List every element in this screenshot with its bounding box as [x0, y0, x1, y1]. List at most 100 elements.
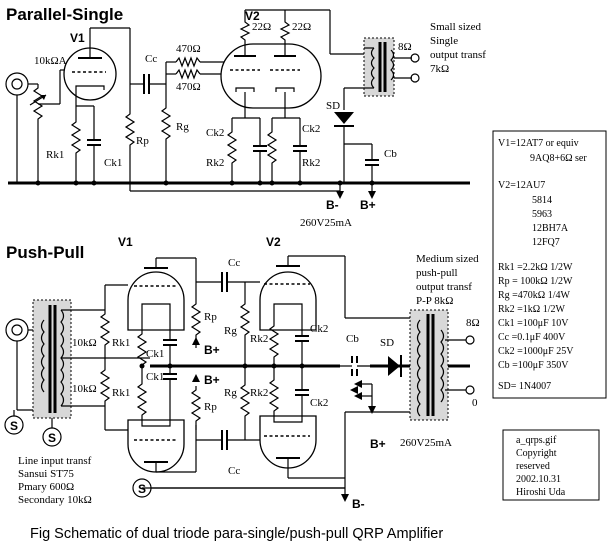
ps-bminus-label: B-	[326, 198, 339, 212]
pp-ck2-top-label: Ck2	[310, 323, 328, 335]
pp-cc-bot-label: Cc	[228, 465, 240, 477]
pp-v2-label: V2	[266, 235, 281, 249]
ps-input-pot-label: 10kΩA	[34, 55, 67, 67]
pp-xfmr-note-1: push-pull	[416, 267, 458, 279]
ps-rk1-label: Rk1	[46, 149, 64, 161]
ps-rg-label: Rg	[176, 121, 189, 133]
pp-ck1-top-label: Ck1	[146, 348, 164, 360]
pp-rg-bot-label: Rg	[224, 387, 237, 399]
parts-line-13: Ck1 =100μF 10V	[498, 318, 569, 329]
pp-cb-label: Cb	[346, 333, 359, 345]
ps-v2-label: V2	[245, 9, 260, 23]
pp-xfmr-note-3: P-P 8kΩ	[416, 295, 453, 307]
heading-parallel-single: Parallel-Single	[6, 5, 123, 24]
ps-output-transformer	[363, 37, 395, 97]
ps-volume-pot	[29, 69, 68, 183]
ps-r470b-label: 470Ω	[176, 81, 201, 93]
pp-input-note-1: Sansui ST75	[18, 468, 74, 480]
parts-line-3: V2=12AU7	[498, 180, 545, 191]
pp-xfmr-note-0: Medium sized	[416, 253, 479, 265]
pp-input-transformer	[32, 299, 72, 419]
pp-s2-label: S	[48, 431, 56, 445]
file-info-1: Copyright	[516, 448, 557, 459]
pp-cc-top-label: Cc	[228, 257, 240, 269]
ps-bplus-label: B+	[360, 198, 376, 212]
parts-line-10: Rp = 100kΩ 1/2W	[498, 276, 573, 287]
pp-v2-tube-bottom	[259, 415, 317, 469]
ps-ck2a-label: Ck2	[206, 127, 224, 139]
figure-caption: Fig Schematic of dual triode para-single…	[30, 526, 443, 542]
pp-output-zero: 0	[472, 397, 478, 409]
ps-sd-label: SD	[326, 100, 340, 112]
ps-xfmr-note-3: 7kΩ	[430, 63, 449, 75]
ps-v1-label: V1	[70, 31, 85, 45]
parts-line-5: 5963	[532, 209, 552, 220]
file-info-2: reserved	[516, 461, 550, 472]
file-info-box	[502, 429, 600, 501]
parts-list: V1=12AT7 or equiv 9AQ8+6Ω ser V2=12AU7 5…	[498, 138, 587, 392]
ps-v1-tube	[63, 47, 117, 101]
heading-push-pull: Push-Pull	[6, 243, 84, 262]
pp-bplus-a-label: B+	[204, 343, 220, 357]
parts-list-box	[492, 130, 607, 399]
pp-ck2-bot-label: Ck2	[310, 397, 328, 409]
parts-line-7: 12FQ7	[532, 237, 560, 248]
parts-line-14: Cc =0.1μF 400V	[498, 332, 566, 343]
pp-supply-label: 260V25mA	[400, 437, 452, 449]
ps-rk2a-label: Rk2	[206, 157, 224, 169]
ps-output-ohms: 8Ω	[398, 41, 412, 53]
ps-sd-diode	[334, 112, 354, 124]
ps-xfmr-note-2: output transf	[430, 49, 486, 61]
parts-line-15: Ck2 =1000μF 25V	[498, 346, 574, 357]
parts-line-9: Rk1 =2.2kΩ 1/2W	[498, 262, 573, 273]
pp-bplus-b-label: B+	[204, 373, 220, 387]
pp-v1-label: V1	[118, 235, 133, 249]
file-info-0: a_qrps.gif	[516, 435, 557, 446]
pp-r10k-top-label: 10kΩ	[72, 337, 97, 349]
ps-xfmr-note-0: Small sized	[430, 21, 482, 33]
ps-xfmr-note-1: Single	[430, 35, 458, 47]
pp-input-note-2: Pmary 600Ω	[18, 481, 74, 493]
pp-s1-label: S	[10, 419, 18, 433]
parts-line-1: 9AQ8+6Ω ser	[530, 153, 587, 164]
parts-line-12: Rk2 =1kΩ 1/2W	[498, 304, 566, 315]
pp-rg-top-label: Rg	[224, 325, 237, 337]
ps-supply-label: 260V25mA	[300, 217, 352, 229]
parts-line-6: 12BH7A	[532, 223, 569, 234]
pp-input-note-0: Line input transf	[18, 455, 92, 467]
ps-r470a-label: 470Ω	[176, 43, 201, 55]
ps-cc-label: Cc	[145, 53, 157, 65]
pp-input-jack	[5, 318, 36, 411]
parts-line-18: SD= 1N4007	[498, 381, 551, 392]
pp-rk2-top-label: Rk2	[250, 333, 268, 345]
pp-sd-diode	[388, 356, 400, 376]
pp-output-transformer	[409, 309, 449, 421]
pp-bplus-bundle	[350, 380, 376, 414]
pp-ck1-bot-label: Ck1	[146, 371, 164, 383]
pp-s3-label: S	[138, 482, 146, 496]
pp-v2-tube-top	[259, 265, 317, 331]
ps-rp-label: Rp	[136, 135, 149, 147]
pp-r10k-bot-label: 10kΩ	[72, 383, 97, 395]
ps-ck1-label: Ck1	[104, 157, 122, 169]
pp-input-note-3: Secondary 10kΩ	[18, 494, 92, 506]
ps-v2-tube	[220, 43, 322, 109]
parts-line-11: Rg =470kΩ 1/4W	[498, 290, 571, 301]
ps-rk2b-label: Rk2	[302, 157, 320, 169]
pp-rp-top-label: Rp	[204, 311, 217, 323]
parts-line-4: 5814	[532, 195, 552, 206]
pp-bminus-label: B-	[352, 497, 365, 511]
pp-rk1-top-label: Rk1	[112, 337, 130, 349]
ps-ck2b-label: Ck2	[302, 123, 320, 135]
pp-sd-label: SD	[380, 337, 394, 349]
file-info-4: Hiroshi Uda	[516, 487, 566, 498]
file-info-3: 2002.10.31	[516, 474, 561, 485]
ps-r22b-label: 22Ω	[292, 21, 311, 33]
pp-rk2-bot-label: Rk2	[250, 387, 268, 399]
pp-output-ohms: 8Ω	[466, 317, 480, 329]
parts-line-16: Cb =100μF 350V	[498, 360, 569, 371]
pp-xfmr-note-2: output transf	[416, 281, 472, 293]
ps-cb-label: Cb	[384, 148, 397, 160]
